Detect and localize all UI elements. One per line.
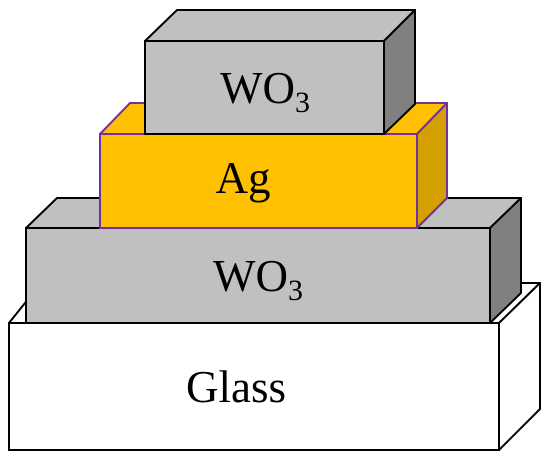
layer-ag: Ag (99, 102, 448, 229)
layer-wo3-bottom-label: WO3 (213, 251, 303, 307)
layer-wo3-top-label: WO3 (220, 63, 310, 119)
layer-glass-label: Glass (186, 362, 286, 412)
layer-wo3-top-top-face (144, 9, 416, 42)
layer-wo3-top: WO3 (144, 9, 416, 135)
layer-glass-front-face (8, 322, 500, 451)
layer-ag-label: Ag (216, 153, 271, 203)
layer-ag-front-face (99, 133, 418, 229)
layer-wo3-top-front-face (144, 40, 385, 135)
